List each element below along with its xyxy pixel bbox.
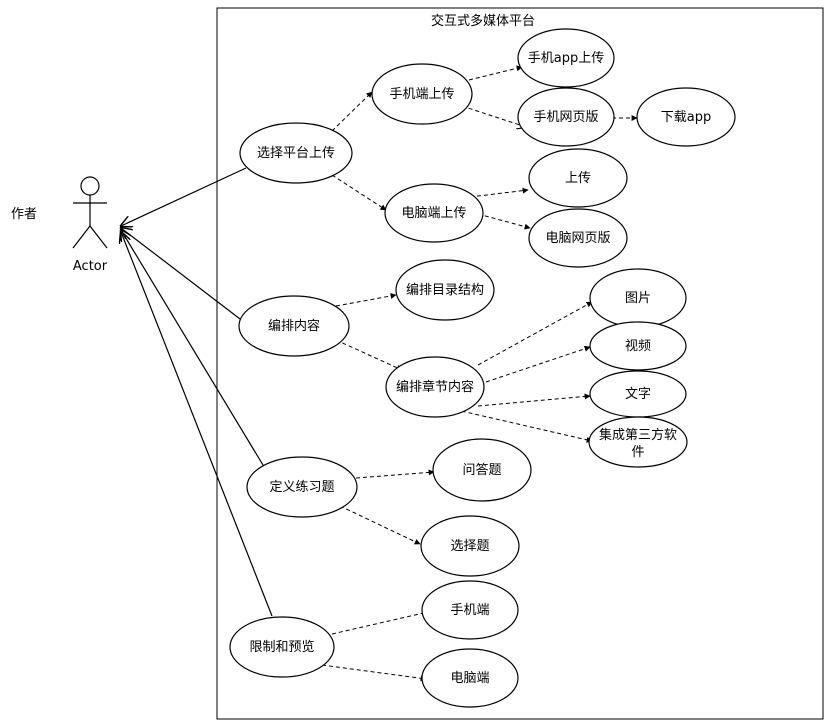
actor-label: Actor [73,259,108,274]
usecase-edit-content[interactable] [238,295,350,357]
dep-phone-web [461,105,526,127]
usecase-video[interactable] [589,321,687,371]
dep-upload-pc [331,174,387,211]
side-label: 作者 [11,207,37,222]
dependency-arrows [321,65,638,682]
usecase-define-exercise[interactable] [246,456,358,518]
label-third-party-line1: 集成第三方软 [599,427,677,443]
dep-restrict-pc [321,664,427,682]
dep-chapter-third [447,407,593,443]
label-pc-upload: 电脑端上传 [401,206,466,221]
label-phone-app-upload: 手机app上传 [528,51,604,66]
actor-figure-icon [72,176,108,249]
label-third-party-line2: 件 [631,445,644,460]
label-choice: 选择题 [450,539,489,554]
dep-pc-upload [469,187,529,198]
usecase-edit-toc[interactable] [395,259,495,321]
dep-restrict-mobile [331,610,429,635]
usecase-download-app[interactable] [636,87,736,147]
label-mobile: 手机端 [450,603,489,618]
dep-edit-chapter [335,339,403,371]
usecase-mobile[interactable] [421,580,519,640]
usecase-phone-web[interactable] [517,87,615,147]
label-restrict-preview: 限制和预览 [249,639,314,655]
dep-chapter-text [477,393,591,407]
label-select-upload-platform: 选择平台上传 [257,146,335,161]
dep-exercise-qa [355,469,435,479]
usecase-restrict-preview[interactable] [229,616,335,678]
dep-edit-toc [335,293,397,307]
usecase-select-upload-platform[interactable] [239,122,353,184]
usecase-qa[interactable] [432,438,532,502]
dep-chapter-video [485,345,591,383]
system-boundary [216,7,824,720]
label-phone-upload: 手机端上传 [389,87,454,102]
label-download-app: 下载app [661,110,711,125]
usecase-pc-web[interactable] [528,208,628,268]
system-title: 交互式多媒体平台 [431,13,535,29]
actor-associations [121,167,273,617]
usecase-pc[interactable] [421,648,519,708]
usecase-phone-upload[interactable] [371,63,473,125]
dep-chapter-image [477,301,593,366]
usecase-third-party[interactable] [588,416,688,468]
label-edit-chapter: 编排章节内容 [396,379,474,395]
association-restrict [121,232,273,617]
association-edit [121,228,245,323]
label-define-exercise: 定义练习题 [269,480,334,495]
label-video: 视频 [625,339,651,354]
usecase-upload[interactable] [528,148,628,208]
association-upload [121,167,247,226]
usecase-edit-chapter[interactable] [385,356,485,418]
dep-upload-phone [331,91,373,132]
label-image: 图片 [625,291,651,306]
dep-pc-web [477,213,531,230]
label-edit-content: 编排内容 [268,318,320,334]
dep-phone-app [468,65,523,81]
label-pc-web: 电脑网页版 [545,231,610,246]
dep-exercise-choice [339,505,421,545]
label-edit-toc: 编排目录结构 [406,283,484,298]
label-pc: 电脑端 [450,671,489,686]
usecase-phone-app-upload[interactable] [517,28,615,88]
usecase-pc-upload[interactable] [384,183,484,243]
label-upload: 上传 [565,171,591,186]
label-text: 文字 [625,387,651,402]
label-qa: 问答题 [462,462,501,478]
usecase-choice[interactable] [420,515,520,577]
association-exercise [121,230,267,471]
label-phone-web: 手机网页版 [533,110,598,125]
